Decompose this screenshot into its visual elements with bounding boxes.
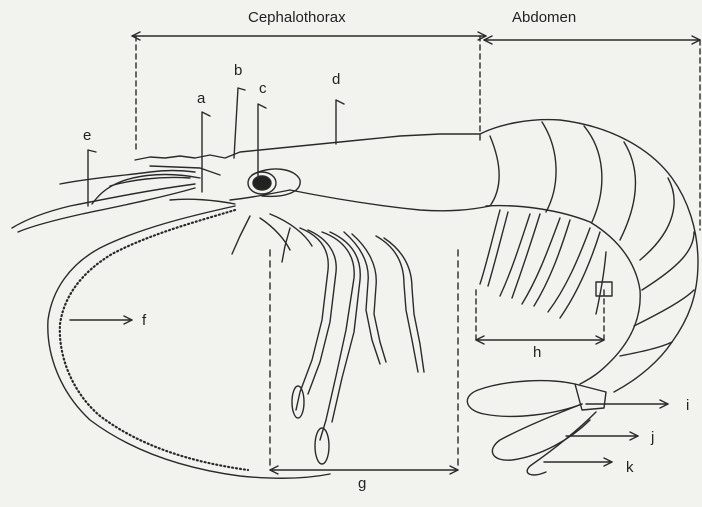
- label-h: h: [533, 344, 541, 361]
- tail-fan: [467, 381, 606, 475]
- abdomen-bracket: [484, 36, 700, 230]
- eye: [248, 169, 300, 196]
- label-g: g: [358, 475, 366, 492]
- label-a: a: [197, 90, 206, 107]
- label-c: c: [259, 80, 267, 97]
- label-j: j: [650, 429, 654, 446]
- label-i: i: [686, 397, 689, 414]
- label-d: d: [332, 71, 340, 88]
- bracket-g: [270, 250, 458, 474]
- cephalothorax-bracket: [132, 32, 486, 150]
- label-b: b: [234, 62, 242, 79]
- pereiopods: [232, 214, 424, 464]
- abdomen-label: Abdomen: [512, 9, 576, 26]
- bracket-h: [476, 290, 604, 344]
- cephalothorax-label: Cephalothorax: [248, 9, 346, 26]
- abdomen-segments: [480, 120, 698, 392]
- leader-lines: [70, 88, 668, 466]
- label-k: k: [626, 459, 634, 476]
- pleopods: [480, 210, 612, 318]
- part-labels: a b c d e f g h i j k: [83, 62, 689, 492]
- label-f: f: [142, 312, 147, 329]
- label-e: e: [83, 127, 91, 144]
